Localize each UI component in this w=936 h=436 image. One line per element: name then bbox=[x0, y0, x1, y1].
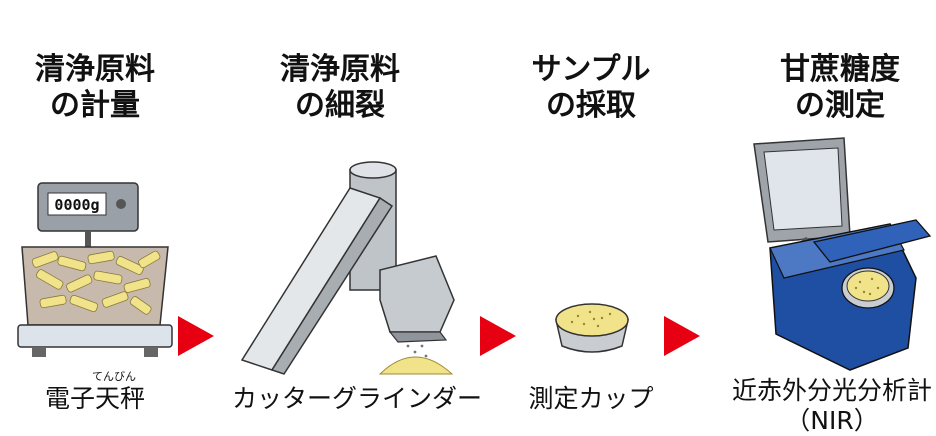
step2-title: 清浄原料 の細裂 bbox=[255, 52, 425, 124]
step4-title-line2: の測定 bbox=[795, 88, 885, 123]
step1-label: 電子天秤 bbox=[44, 384, 145, 413]
step4-title: 甘蔗糖度 の測定 bbox=[755, 52, 925, 124]
step4-label-line2: （NIR） bbox=[785, 406, 879, 435]
scale-icon: 0000g bbox=[17, 182, 173, 357]
right-arrow-icon bbox=[664, 316, 700, 356]
step3-label: 測定カップ bbox=[528, 384, 654, 413]
nir-analyzer-icon bbox=[753, 137, 932, 371]
cutter-grinder-icon bbox=[240, 161, 455, 375]
step1-title: 清浄原料 の計量 bbox=[10, 52, 180, 124]
step1-title-line2: の計量 bbox=[50, 88, 140, 123]
step1-title-line1: 清浄原料 bbox=[35, 52, 155, 87]
step2-title-line1: 清浄原料 bbox=[280, 52, 400, 87]
right-arrow-icon bbox=[178, 316, 214, 356]
step4-label: 近赤外分光分析計 （NIR） bbox=[712, 376, 936, 436]
step3-title-line2: の採取 bbox=[546, 88, 636, 123]
step3-title: サンプル の採取 bbox=[506, 52, 676, 124]
step3-title-line1: サンプル bbox=[531, 52, 651, 87]
step2-title-line2: の細裂 bbox=[295, 88, 385, 123]
step4-label-line1: 近赤外分光分析計 bbox=[731, 376, 932, 405]
scale-display-text: 0000g bbox=[54, 196, 99, 214]
measuring-cup-icon bbox=[555, 303, 629, 353]
step2-label: カッターグラインダー bbox=[232, 384, 483, 413]
step4-title-line1: 甘蔗糖度 bbox=[780, 52, 900, 87]
step1-ruby: てんびん bbox=[92, 370, 136, 383]
right-arrow-icon bbox=[480, 316, 516, 356]
